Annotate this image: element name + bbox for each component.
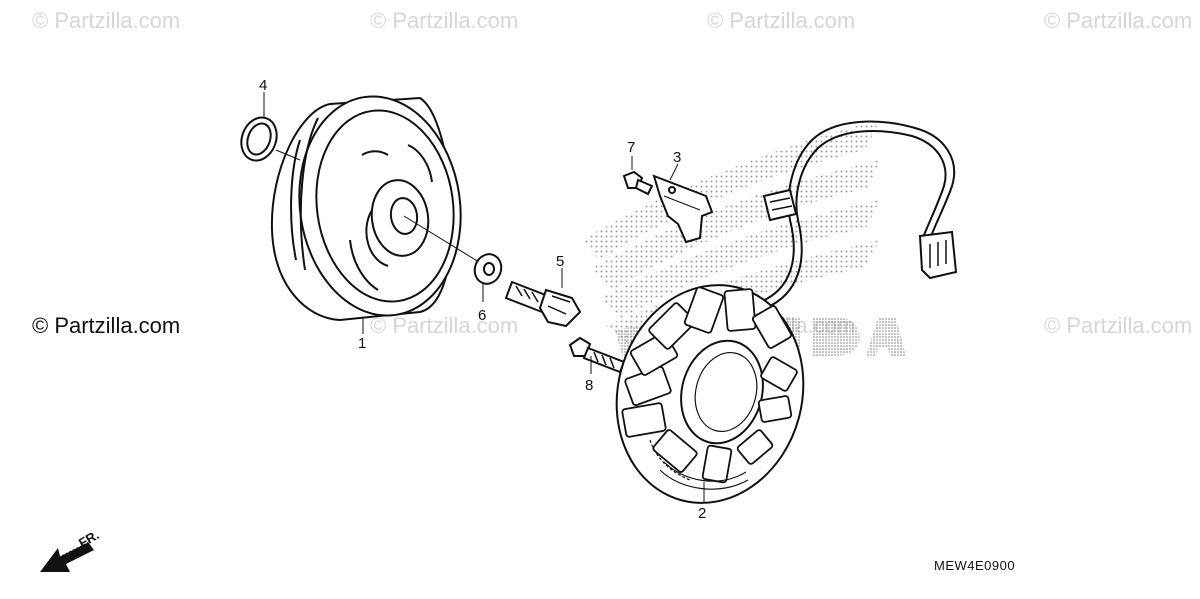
watermark: © Partzilla.com — [1044, 8, 1193, 33]
watermark: © Partzilla.com — [370, 8, 519, 33]
part-4-o-ring — [240, 116, 278, 162]
part-5-bolt — [504, 280, 582, 328]
watermark: © Partzilla.com — [32, 8, 181, 33]
axis-line — [275, 149, 301, 161]
callout-7: 7 — [627, 139, 635, 156]
leader-lines — [263, 92, 705, 502]
diagram-code: MEW4E0900 — [934, 558, 1016, 573]
watermark: © Partzilla.com — [370, 313, 519, 338]
callout-3: 3 — [673, 149, 681, 166]
callout-4: 4 — [259, 77, 267, 94]
watermark: © Partzilla.com — [1044, 313, 1193, 338]
wire-harness — [759, 120, 958, 309]
callout-6: 6 — [478, 307, 486, 324]
part-1-flywheel — [270, 95, 462, 322]
callout-2: 2 — [698, 505, 706, 522]
part-2-stator — [615, 284, 805, 504]
callout-1: 1 — [358, 335, 366, 352]
watermark: © Partzilla.com — [707, 8, 856, 33]
callout-5: 5 — [556, 253, 564, 270]
watermark-main: © Partzilla.com — [32, 313, 181, 338]
part-6-washer — [473, 253, 503, 285]
part-8-bolt — [568, 336, 626, 374]
callout-8: 8 — [585, 377, 593, 394]
part-7-bolt — [622, 170, 654, 196]
part-3-bracket — [652, 174, 714, 244]
front-arrow-icon: FR. — [40, 527, 102, 572]
